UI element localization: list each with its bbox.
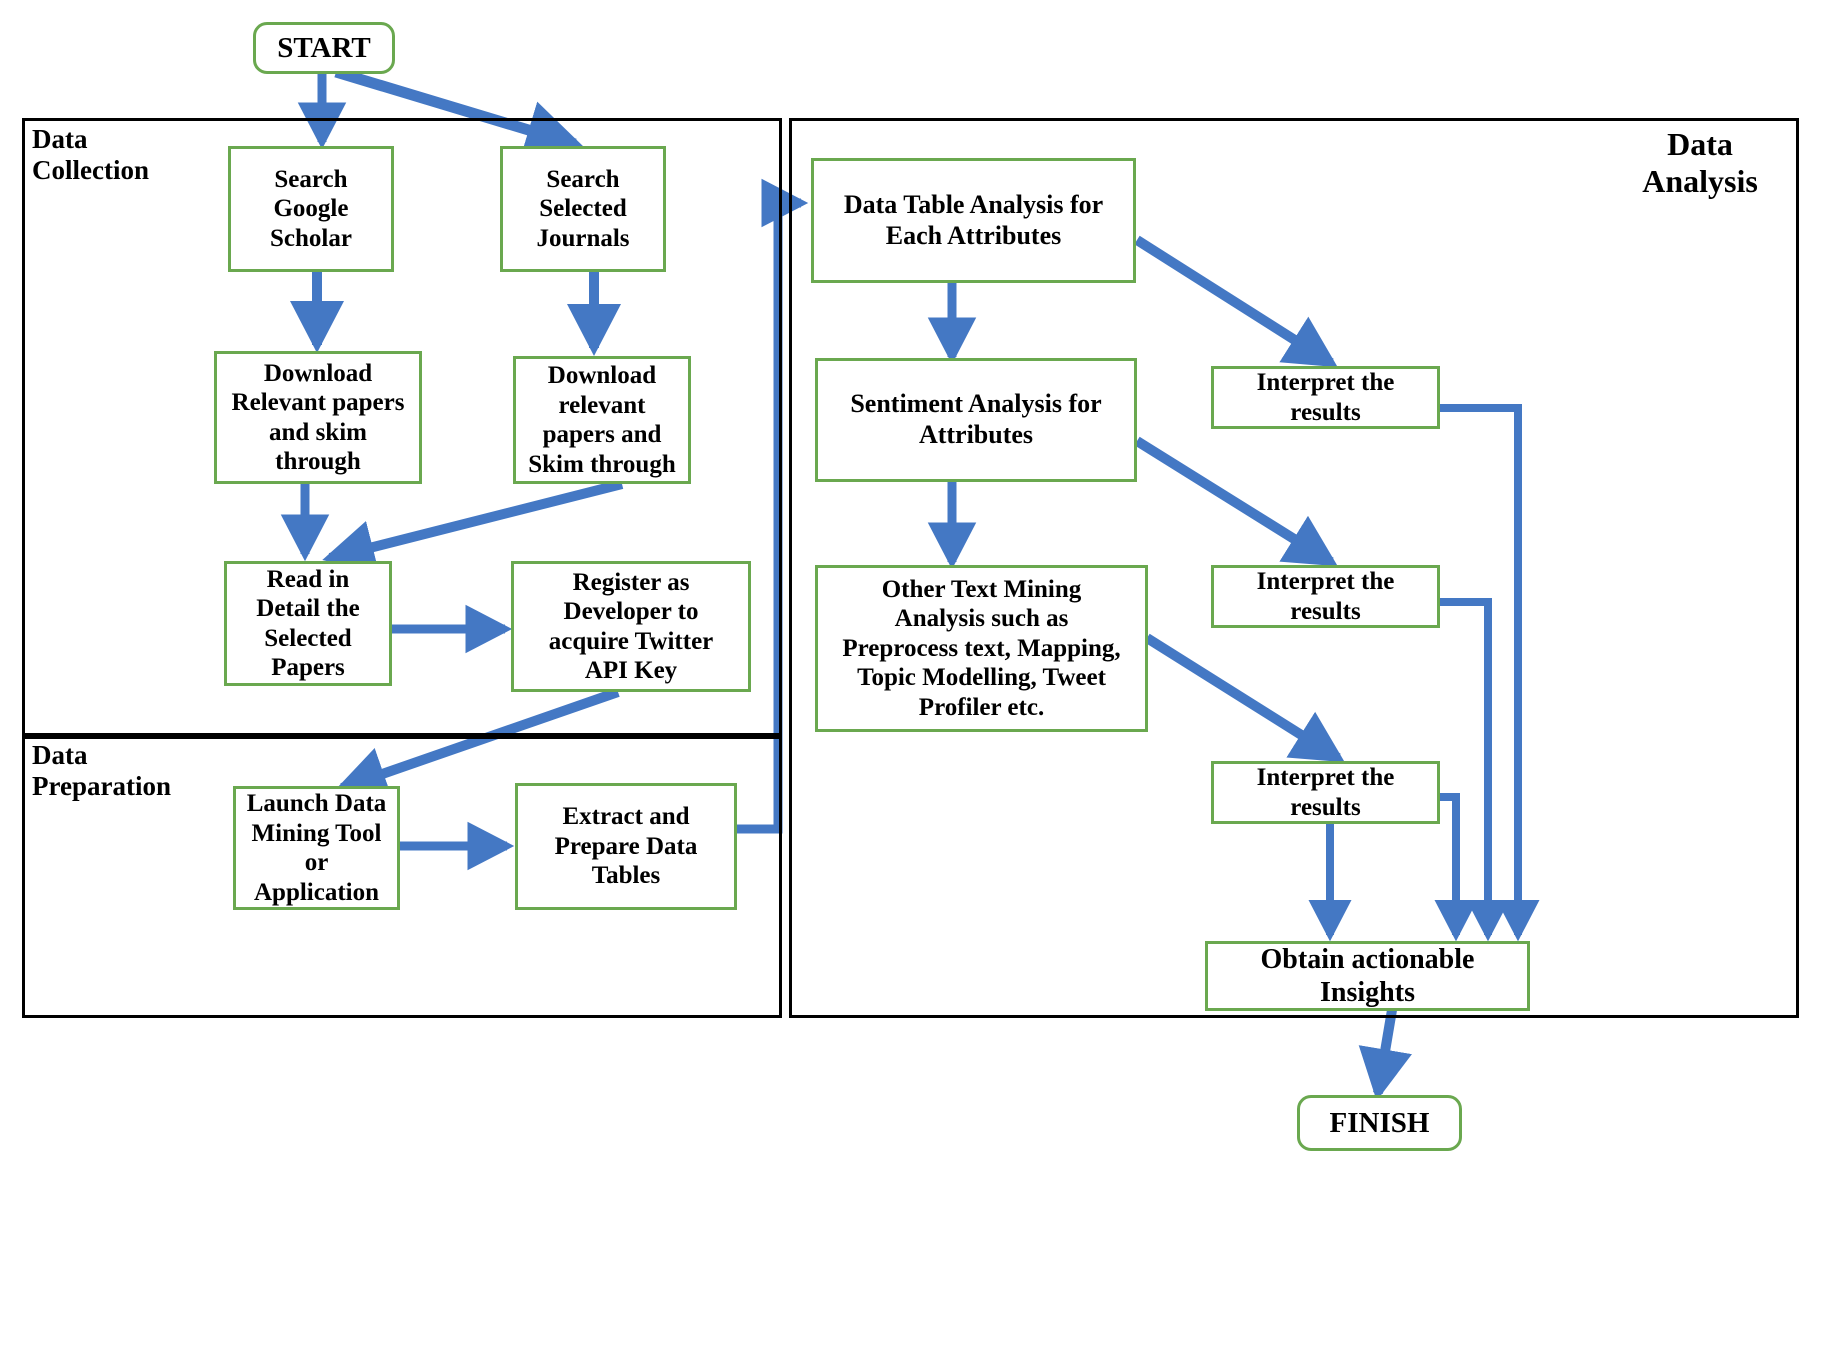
node-sentiment-analysis[interactable]: Sentiment Analysis for Attributes xyxy=(815,358,1137,482)
node-extract-and-prepare-data-tables[interactable]: Extract and Prepare Data Tables xyxy=(515,783,737,910)
panel-data-preparation xyxy=(22,736,782,1018)
panel-label-data-collection: Data Collection xyxy=(32,124,149,186)
node-launch-data-mining-tool[interactable]: Launch Data Mining Tool or Application xyxy=(233,786,400,910)
node-start[interactable]: START xyxy=(253,22,395,74)
node-data-table-analysis[interactable]: Data Table Analysis for Each Attributes xyxy=(811,158,1136,283)
node-finish-label: FINISH xyxy=(1329,1106,1430,1139)
panel-data-collection xyxy=(22,118,782,736)
node-read-in-detail-selected-papers[interactable]: Read in Detail the Selected Papers xyxy=(224,561,392,686)
node-interpret-the-results-2[interactable]: Interpret the results xyxy=(1211,565,1440,628)
node-register-as-developer-label: Register as Developer to acquire Twitter… xyxy=(548,568,714,685)
node-finish[interactable]: FINISH xyxy=(1297,1095,1462,1151)
edge-obtain-insights-to-finish xyxy=(1358,1009,1412,1101)
node-download-relevant-papers-journals-label: Download relevant papers and Skim throug… xyxy=(528,362,676,478)
node-download-relevant-papers-google[interactable]: Download Relevant papers and skim throug… xyxy=(214,351,422,484)
node-sentiment-analysis-label: Sentiment Analysis for Attributes xyxy=(850,389,1102,449)
node-read-in-detail-selected-papers-label: Read in Detail the Selected Papers xyxy=(256,565,360,682)
node-search-google-scholar[interactable]: Search Google Scholar xyxy=(228,146,394,272)
node-launch-data-mining-tool-label: Launch Data Mining Tool or Application xyxy=(246,790,387,906)
panel-label-data-analysis: Data Analysis xyxy=(1642,126,1758,199)
node-obtain-actionable-insights[interactable]: Obtain actionable Insights xyxy=(1205,941,1530,1011)
node-other-text-mining-analysis[interactable]: Other Text Mining Analysis such as Prepr… xyxy=(815,565,1148,732)
node-search-selected-journals-label: Search Selected Journals xyxy=(536,165,630,252)
node-search-google-scholar-label: Search Google Scholar xyxy=(270,165,352,252)
node-data-table-analysis-label: Data Table Analysis for Each Attributes xyxy=(843,189,1104,250)
node-interpret-the-results-1[interactable]: Interpret the results xyxy=(1211,366,1440,429)
node-start-label: START xyxy=(277,31,371,64)
node-search-selected-journals[interactable]: Search Selected Journals xyxy=(500,146,666,272)
node-download-relevant-papers-journals[interactable]: Download relevant papers and Skim throug… xyxy=(513,356,691,484)
node-obtain-actionable-insights-label: Obtain actionable Insights xyxy=(1260,943,1475,1008)
node-interpret-the-results-3[interactable]: Interpret the results xyxy=(1211,761,1440,824)
node-interpret-the-results-1-label: Interpret the results xyxy=(1256,369,1395,426)
node-other-text-mining-analysis-label: Other Text Mining Analysis such as Prepr… xyxy=(842,575,1121,721)
node-extract-and-prepare-data-tables-label: Extract and Prepare Data Tables xyxy=(554,803,698,890)
node-interpret-the-results-3-label: Interpret the results xyxy=(1256,764,1395,821)
node-register-as-developer[interactable]: Register as Developer to acquire Twitter… xyxy=(511,561,751,692)
node-download-relevant-papers-google-label: Download Relevant papers and skim throug… xyxy=(231,359,405,476)
panel-data-analysis xyxy=(789,118,1799,1018)
node-interpret-the-results-2-label: Interpret the results xyxy=(1256,568,1395,625)
panel-label-data-preparation: Data Preparation xyxy=(32,740,171,802)
